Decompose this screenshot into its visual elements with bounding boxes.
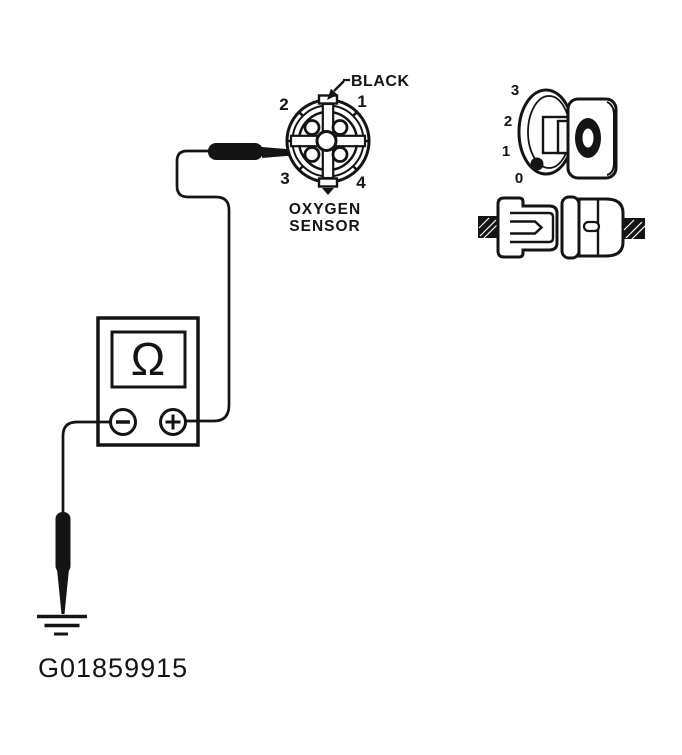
right-wire-stub — [623, 218, 645, 239]
index-notch-pointer — [322, 188, 334, 195]
pin-2 — [303, 119, 321, 136]
male-connector-slot — [510, 211, 555, 244]
callout-arrow-line — [333, 80, 345, 92]
negative-probe-handle — [55, 512, 71, 573]
female-connector-latch-slot — [582, 220, 601, 233]
left-stub-texture — [478, 217, 499, 239]
pin-4 — [331, 146, 349, 163]
male-connector-blade — [510, 220, 544, 235]
terminal-label-0: 0 — [515, 170, 523, 187]
wire-color-label: BLACK — [351, 73, 410, 90]
female-connector-body — [577, 197, 625, 258]
test-leads — [37, 143, 304, 636]
callout-arrowhead-icon — [327, 88, 338, 100]
pin-1 — [331, 119, 349, 136]
ohmmeter-terminals — [109, 408, 187, 436]
terminal-label-2: 2 — [504, 113, 512, 130]
ohm-symbol: Ω — [131, 333, 165, 385]
terminal-dot — [530, 157, 544, 171]
harness-connector-side-view — [478, 195, 646, 260]
latch-hole-inner — [582, 128, 594, 148]
pin-label-3: 3 — [280, 169, 289, 188]
right-stub-texture — [623, 219, 646, 241]
terminal-label-1: 1 — [502, 143, 510, 160]
figure-id-label: G01859915 — [38, 653, 188, 683]
terminal-label-3: 3 — [511, 82, 519, 99]
female-connector-seal — [560, 195, 581, 260]
sensor-name-line2: SENSOR — [289, 218, 360, 235]
wire-color-callout: BLACK — [327, 73, 410, 100]
negative-probe-tip — [57, 569, 69, 614]
pin-3 — [303, 146, 321, 163]
pin-label-2: 2 — [279, 95, 288, 114]
center-hole — [315, 130, 338, 152]
negative-lead-wire — [61, 420, 111, 514]
positive-lead-wire — [175, 149, 231, 423]
ohmmeter-display — [110, 330, 187, 389]
index-tab-bottom — [317, 177, 339, 188]
pin-label-4: 4 — [356, 173, 366, 192]
pin-label-1: 1 — [357, 92, 366, 111]
sensor-name-line1: OXYGEN — [289, 201, 361, 218]
latch-plate-edge — [606, 101, 615, 176]
harness-connector-end-view: 3 2 1 0 — [502, 82, 618, 187]
oxygen-sensor-connector: 2 1 3 4 BLACK OXYGEN SENSOR — [279, 73, 409, 235]
ground-symbol — [37, 614, 87, 636]
positive-probe-handle — [208, 143, 263, 160]
